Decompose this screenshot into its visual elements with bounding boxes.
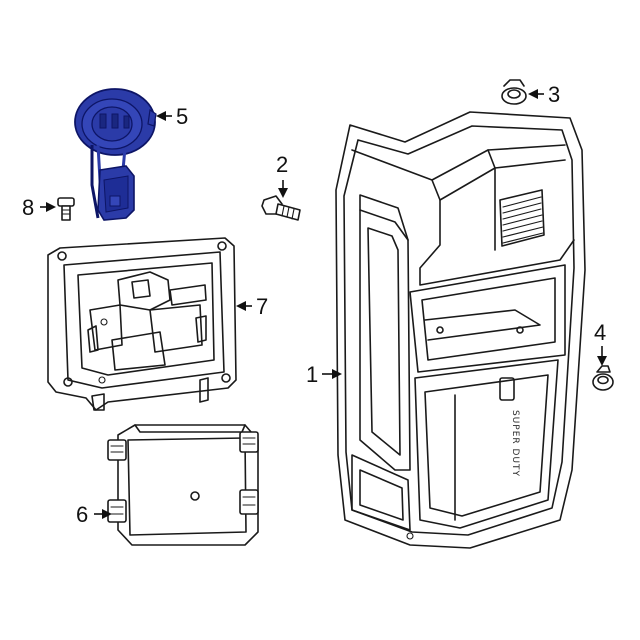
callout-6-label: 6 <box>76 502 88 527</box>
callout-4: 4 <box>594 320 607 366</box>
lamp-emblem-text: SUPER DUTY <box>510 410 520 477</box>
bolt-2[interactable] <box>261 195 301 221</box>
callout-2: 2 <box>276 152 288 198</box>
callout-5-label: 5 <box>176 104 188 129</box>
vent-grille <box>499 189 545 247</box>
tail-lamp-assembly[interactable]: SUPER DUTY <box>335 111 586 549</box>
callout-2-label: 2 <box>276 152 288 177</box>
callout-4-label: 4 <box>594 320 606 345</box>
screw-4[interactable] <box>592 365 614 391</box>
callout-3: 3 <box>528 82 560 107</box>
callout-7-label: 7 <box>256 294 268 319</box>
bulb-socket-harness[interactable] <box>74 88 157 221</box>
clip-nut-3[interactable] <box>501 79 527 105</box>
callout-8: 8 <box>22 195 56 220</box>
callout-1: 1 <box>306 362 342 387</box>
control-module[interactable] <box>107 424 259 546</box>
lamp-bracket-panel[interactable] <box>47 237 237 411</box>
callout-1-label: 1 <box>306 362 318 387</box>
callout-3-label: 3 <box>548 82 560 107</box>
callout-5: 5 <box>156 104 188 129</box>
screw-8[interactable] <box>57 197 75 221</box>
callout-6: 6 <box>76 502 112 527</box>
callout-8-label: 8 <box>22 195 34 220</box>
callout-7: 7 <box>236 294 268 319</box>
